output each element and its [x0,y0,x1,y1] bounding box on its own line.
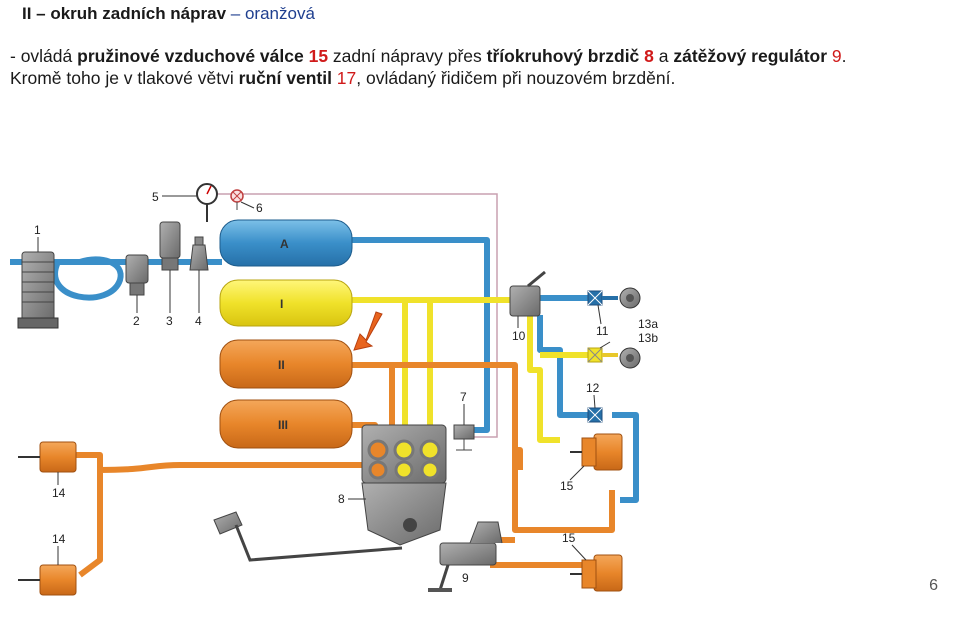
control-line [210,193,498,438]
desc-ref-17: 17 [331,68,357,88]
component-labels: 1 2 3 4 5 6 7 8 9 10 11 13a 13b 12 14 14… [34,190,658,585]
orange-pipes [75,362,615,578]
trailer-valve [509,270,546,317]
desc-term-cylinders: pružinové vzduchové válce [77,46,304,66]
coupling-head-13b [619,347,641,369]
brake-cylinder-upper [18,441,77,473]
tank-label-I: I [280,297,283,311]
brake-pedal [213,511,403,562]
spring-brake-cylinder-lower [570,554,623,592]
label-13a: 13a [638,317,658,331]
three-circuit-brake-valve [361,424,447,546]
label-6: 6 [256,201,263,215]
label-10: 10 [512,329,526,343]
tank-label-A: A [280,237,289,251]
page-title: II – okruh zadních náprav – oranžová [22,4,315,24]
protection-valve [189,236,209,271]
label-8: 8 [338,492,345,506]
load-regulator [428,521,503,592]
desc-text: Kromě toho je v tlakové větvi [10,68,239,88]
tank-I: I [219,279,353,327]
label-1: 1 [34,223,41,237]
label-12: 12 [586,381,600,395]
valve-12 [587,407,603,423]
desc-term-brake-valve: tříokruhový brzdič [486,46,640,66]
desc-term-hand-valve: ruční ventil [238,68,332,88]
label-7: 7 [460,390,467,404]
desc-term-load-regulator: zátěžový regulátor [673,46,828,66]
title-color: – oranžová [226,4,315,23]
tank-III: III [219,399,353,449]
tank-label-III: III [278,418,288,432]
title-circuit: II – okruh zadních náprav [22,4,227,23]
tank-A: A [219,219,353,267]
desc-text: - ovládá [10,46,78,66]
desc-text: , ovládaný řidičem při nouzovém brzdění. [356,68,676,88]
spring-brake-cylinder-upper [570,433,623,471]
desc-text: a [653,46,674,66]
desc-text: zadní nápravy přes [328,46,487,66]
label-15-upper: 15 [560,479,574,493]
desc-ref-15: 15 [303,46,329,66]
label-14-upper: 14 [52,486,66,500]
label-2: 2 [133,314,140,328]
label-11: 11 [596,324,609,338]
pressure-gauge-icon [196,183,218,222]
label-15-lower: 15 [562,531,576,545]
description: - ovládá pružinové vzduchové válce 15 za… [10,45,955,89]
coupling-head-13a [619,287,641,309]
label-13b: 13b [638,331,658,345]
desc-text: . [841,46,847,66]
pressure-switch [453,424,475,451]
antifreeze-device [159,221,181,271]
pressure-regulator [125,254,149,296]
warning-lamp-icon [230,189,244,210]
tank-II: II [219,339,353,389]
highlight-arrow [353,311,383,351]
page-number: 6 [929,577,938,594]
compressor [17,251,59,329]
label-5: 5 [152,190,159,204]
label-4: 4 [195,314,202,328]
label-3: 3 [166,314,173,328]
label-14-lower: 14 [52,532,66,546]
tank-label-II: II [278,358,285,372]
label-9: 9 [462,571,469,585]
desc-ref-8: 8 [639,46,654,66]
coupling-valve-blue [587,290,618,306]
coupling-valve-yellow [587,347,618,363]
brake-cylinder-lower [18,564,77,596]
desc-ref-9: 9 [827,46,842,66]
